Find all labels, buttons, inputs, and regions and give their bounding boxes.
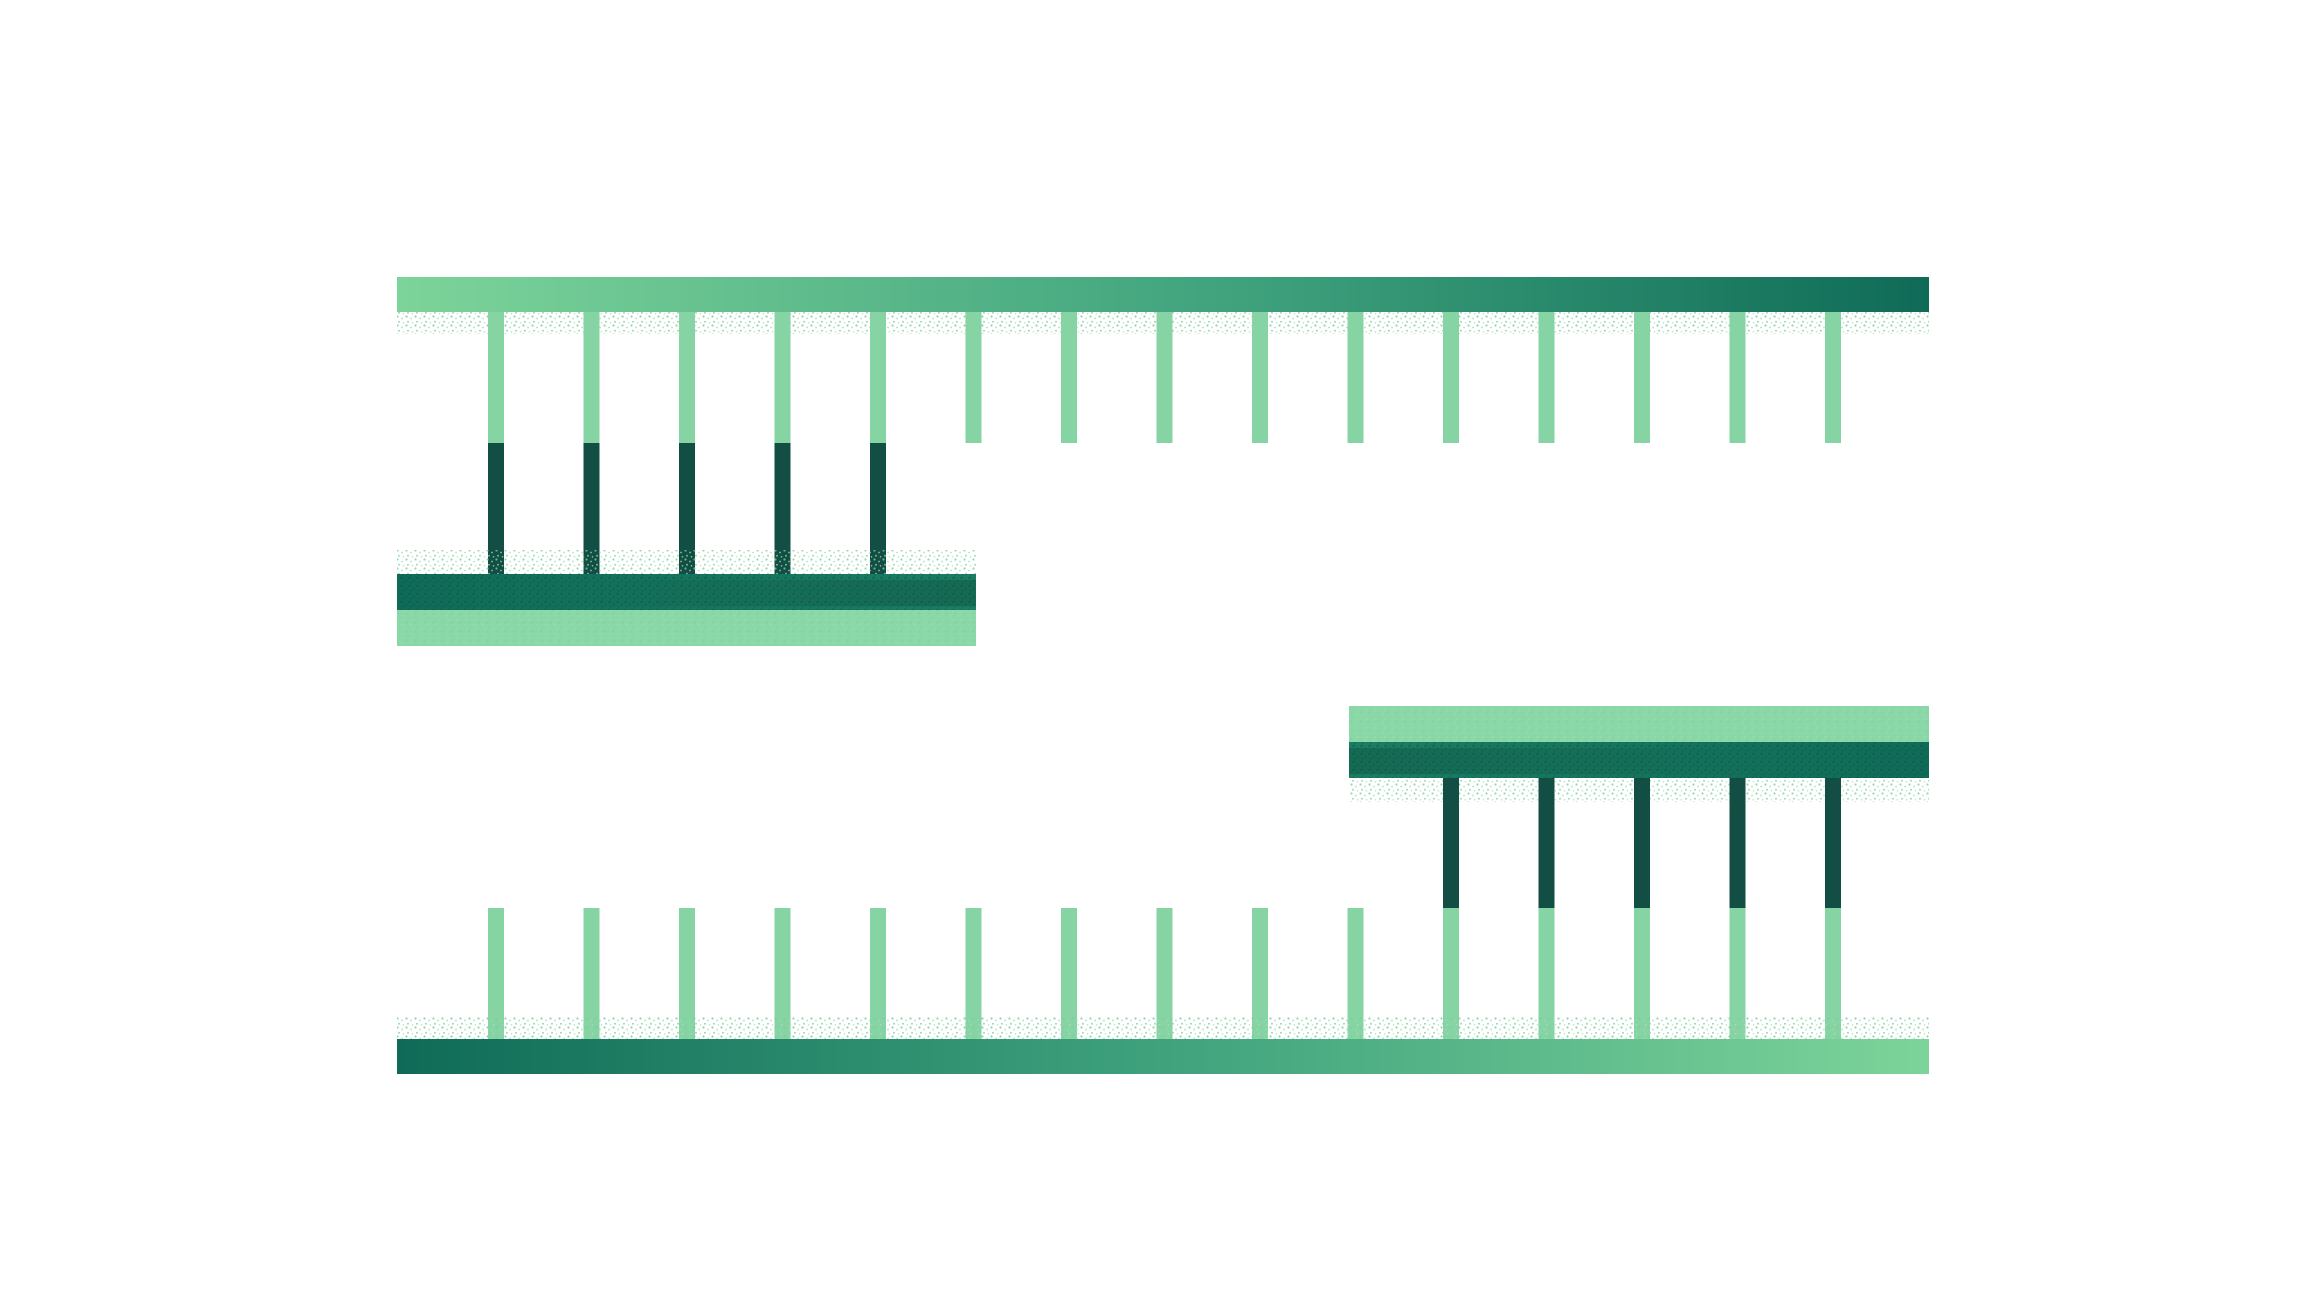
bottom-strand-base-8: [1156, 908, 1173, 1039]
bottom-strand-base-11: [1443, 908, 1459, 1039]
top-primer-base-5: [870, 443, 886, 574]
top-strand-base-15: [1825, 312, 1841, 443]
top-primer-base-3: [679, 443, 695, 574]
bottom-strand-stipple: [397, 1017, 1929, 1039]
bottom-strand-base-15: [1825, 908, 1841, 1039]
top-primer-base-1: [488, 443, 504, 574]
top-strand-rungs: [488, 312, 1841, 443]
top-primer-stipple-upper: [397, 550, 976, 574]
bottom-strand-base-2: [583, 908, 600, 1039]
bottom-strand-base-13: [1634, 908, 1650, 1039]
bottom-strand-base-14: [1729, 908, 1746, 1039]
bottom-primer-base-5: [1825, 778, 1841, 908]
bottom-primer-base-2: [1538, 778, 1555, 908]
top-strand-backbone: [397, 277, 1929, 312]
bottom-primer-base-3: [1634, 778, 1650, 908]
bottom-strand-base-3: [679, 908, 695, 1039]
top-strand-base-11: [1443, 312, 1459, 443]
top-primer-base-2: [583, 443, 600, 574]
bottom-strand-base-5: [870, 908, 886, 1039]
top-primer-base-4: [774, 443, 791, 574]
top-strand-base-5: [870, 312, 886, 443]
bottom-primer-dark-fade: [1349, 748, 1765, 774]
bottom-template-strand: [397, 908, 1929, 1074]
top-strand-base-2: [583, 312, 600, 443]
bottom-primer: [1349, 706, 1929, 908]
top-primer-light-texture: [397, 610, 976, 646]
bottom-strand-rungs: [488, 908, 1841, 1039]
bottom-strand-base-12: [1538, 908, 1555, 1039]
bottom-strand-backbone: [397, 1039, 1929, 1074]
bottom-strand-base-1: [488, 908, 504, 1039]
top-strand-base-4: [774, 312, 791, 443]
top-strand-base-12: [1538, 312, 1555, 443]
bottom-primer-rungs: [1443, 778, 1841, 908]
top-strand-base-13: [1634, 312, 1650, 443]
top-primer: [397, 443, 976, 646]
top-strand-base-6: [965, 312, 982, 443]
bottom-strand-base-9: [1252, 908, 1268, 1039]
bottom-strand-base-7: [1061, 908, 1077, 1039]
bottom-primer-base-1: [1443, 778, 1459, 908]
bottom-strand-base-10: [1347, 908, 1364, 1039]
top-strand-base-10: [1347, 312, 1364, 443]
top-strand-base-14: [1729, 312, 1746, 443]
bottom-primer-light-texture: [1349, 706, 1929, 742]
bottom-strand-base-4: [774, 908, 791, 1039]
top-primer-rungs: [488, 443, 886, 574]
top-strand-base-1: [488, 312, 504, 443]
top-strand-base-9: [1252, 312, 1268, 443]
top-strand-base-8: [1156, 312, 1173, 443]
top-strand-base-7: [1061, 312, 1077, 443]
bottom-strand-base-6: [965, 908, 982, 1039]
top-template-strand: [397, 277, 1929, 443]
bottom-primer-base-4: [1729, 778, 1746, 908]
top-strand-base-3: [679, 312, 695, 443]
top-primer-dark-fade: [560, 580, 976, 606]
